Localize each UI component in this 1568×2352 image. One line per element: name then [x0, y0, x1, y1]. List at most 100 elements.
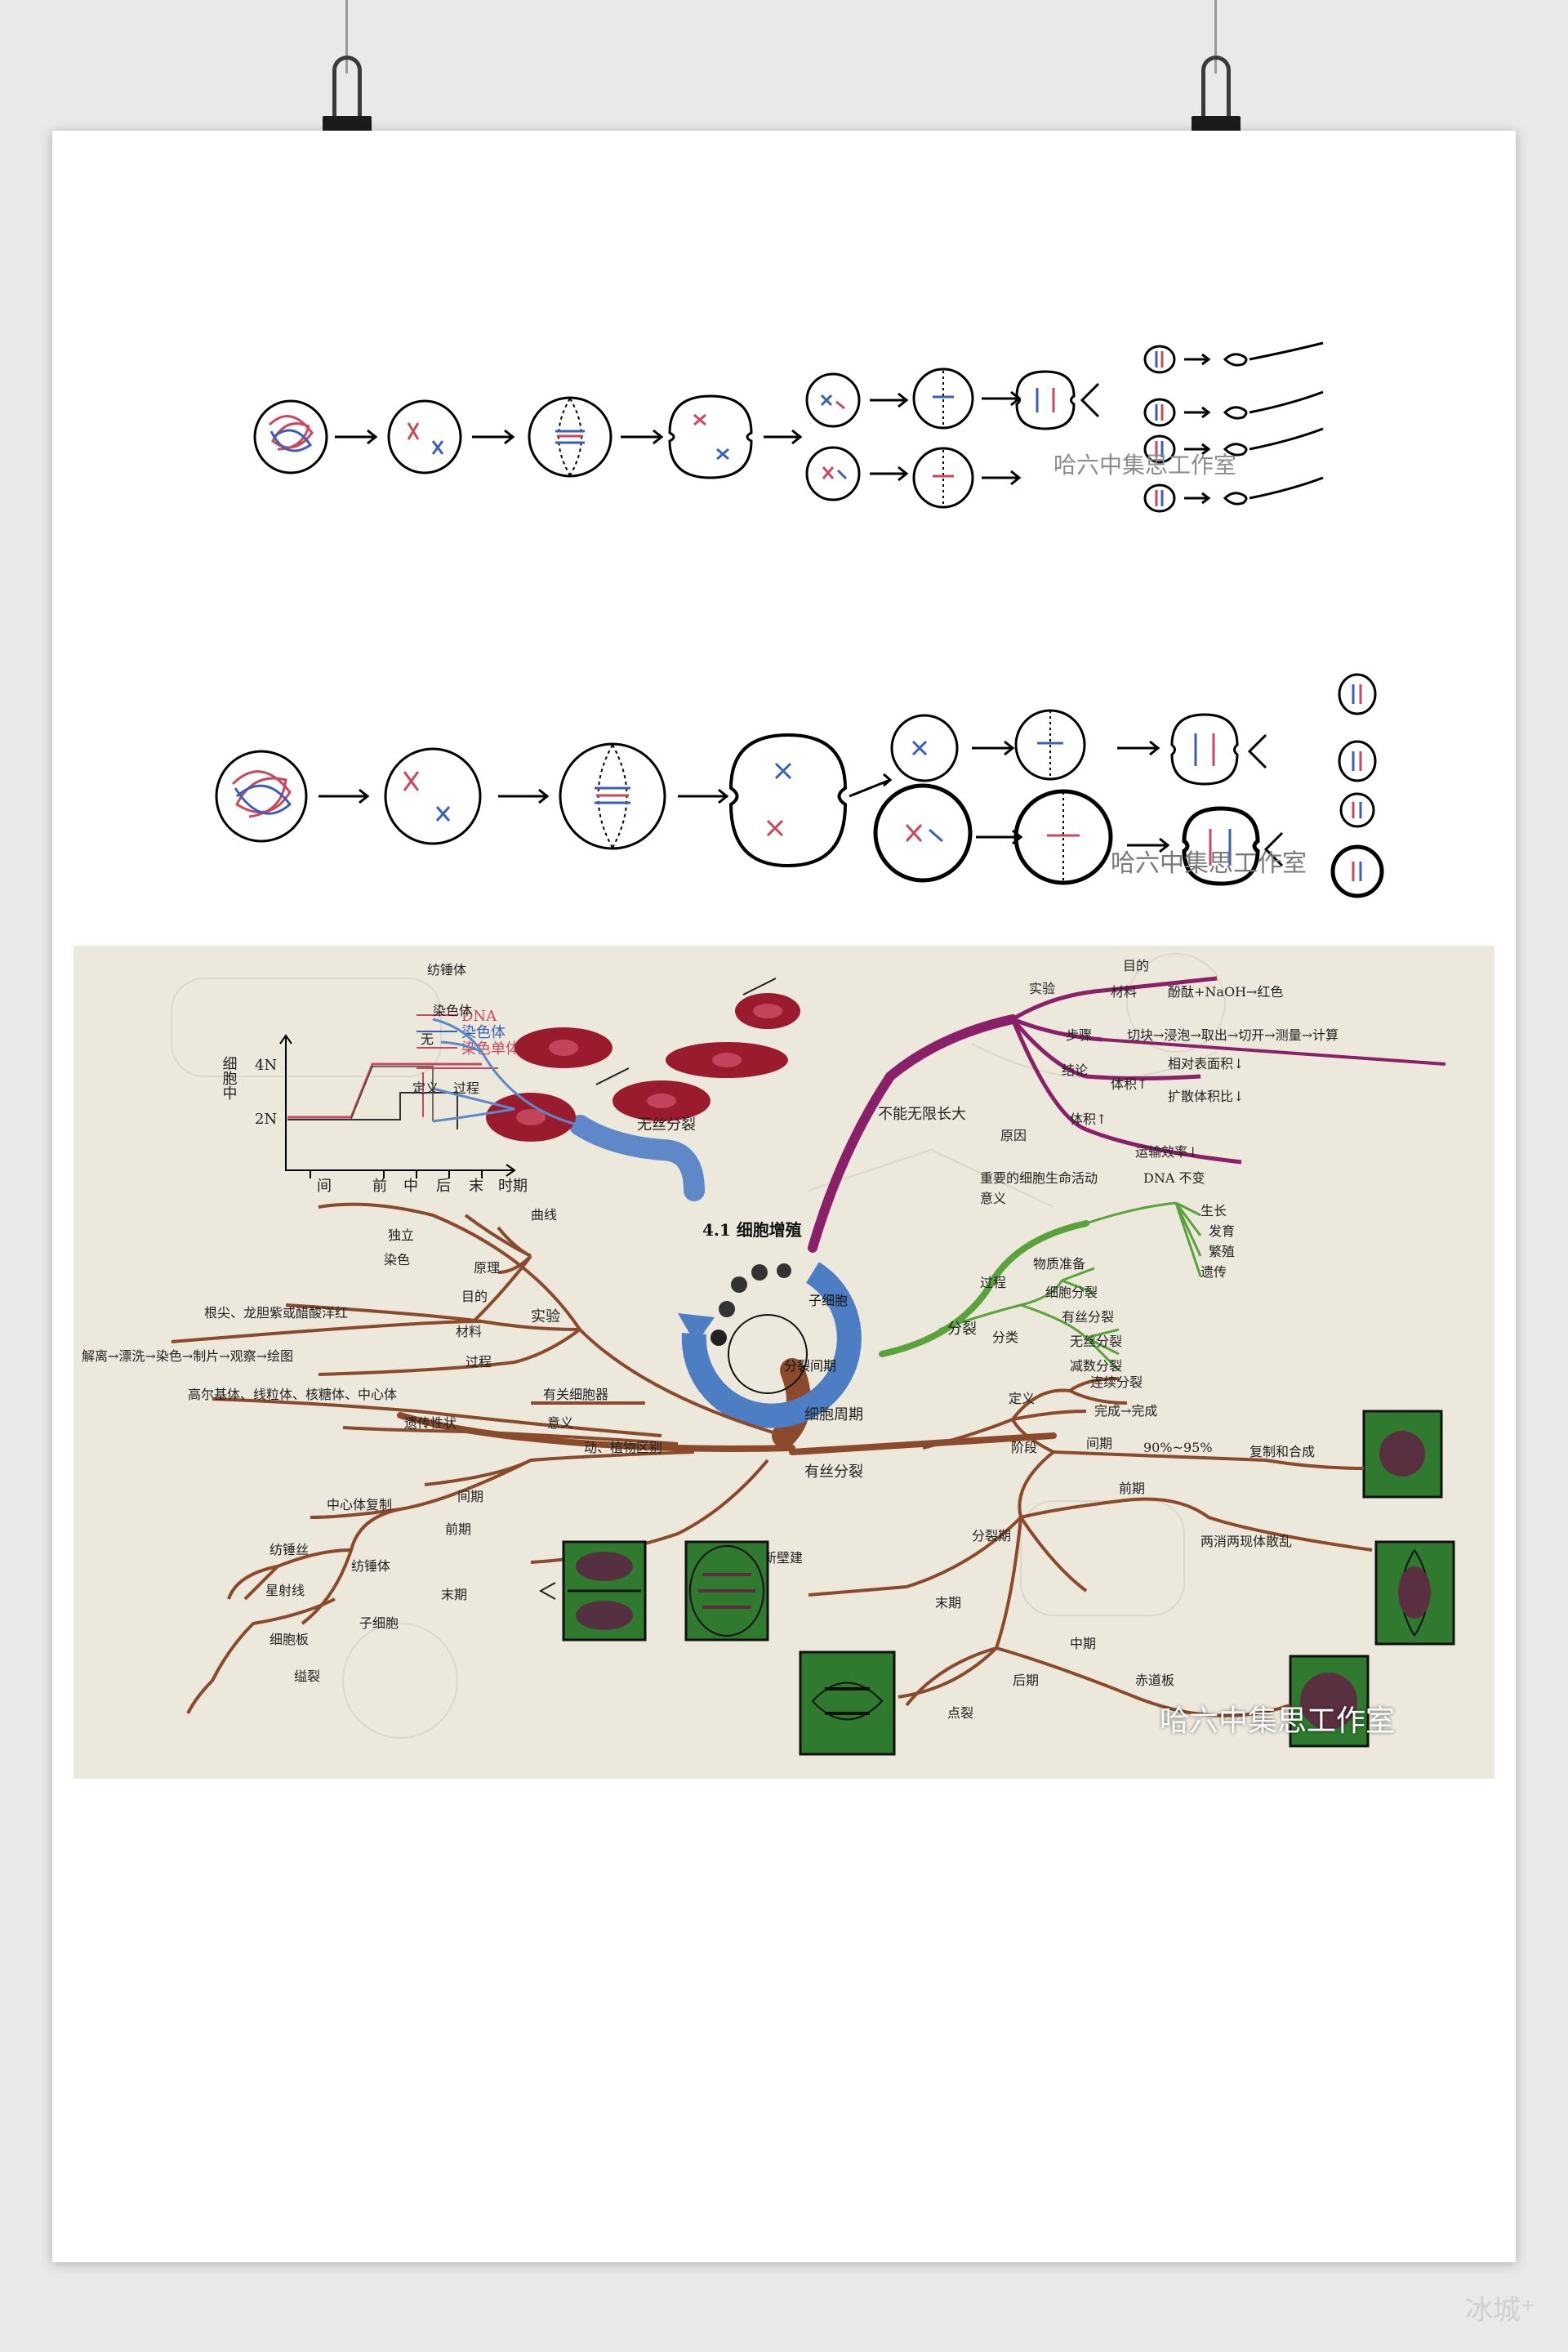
dividing-cells-sketch [486, 978, 800, 1142]
rg-reproduction: 繁殖 [1209, 1244, 1235, 1259]
ll-daughter: 子细胞 [359, 1615, 399, 1631]
graph-ytick-4n: 4N [255, 1057, 277, 1074]
ll-new-wall: 新壁建 [764, 1550, 803, 1566]
cell-cycle-wheel [678, 1262, 862, 1428]
tr-steps: 步骤 [1066, 1027, 1092, 1043]
tl-definition: 定义 [412, 1080, 439, 1096]
meiosis-sperm-diagram: 哈六中集思工作室 [237, 327, 1348, 531]
ll-experiment: 实验 [531, 1308, 560, 1325]
mindmap-photo: DNA 染色体 染色单体 细胞中 4N 2N 间 前 中 后 末 时期 [74, 946, 1494, 1779]
ll-organelles-title: 有关细胞器 [543, 1387, 608, 1402]
ll-stain: 染色 [384, 1252, 410, 1267]
rg-division: 分裂 [947, 1321, 977, 1338]
ll-independent: 独立 [388, 1227, 414, 1243]
graph-ytick-2n: 2N [255, 1111, 277, 1128]
rl-stage: 阶段 [1011, 1440, 1037, 1455]
ll-plate: 细胞板 [270, 1632, 309, 1647]
dna-chromosome-graph [279, 1014, 516, 1178]
graph-xtick-pro: 前 [372, 1178, 387, 1195]
amitosis-label: 无丝分裂 [637, 1116, 696, 1134]
ll-spindle-fiber: 纺锤丝 [270, 1542, 309, 1557]
rl-replicate: 复制和合成 [1250, 1444, 1315, 1459]
rl-anaphase: 后期 [1013, 1673, 1039, 1688]
rg-cell-division: 细胞分裂 [1045, 1285, 1098, 1300]
ll-telophase: 末期 [441, 1587, 467, 1602]
tr-conclusion: 结论 [1062, 1062, 1088, 1078]
cycle-daughter: 子细胞 [808, 1293, 848, 1308]
left-binder-clip [323, 56, 372, 137]
graph-legend-chromosome: 染色体 [461, 1024, 506, 1041]
ll-material: 材料 [456, 1324, 482, 1339]
cycle-interphase: 分裂间期 [784, 1358, 836, 1374]
graph-xtick-meta: 中 [403, 1178, 418, 1195]
rl-definition: 定义 [1009, 1391, 1035, 1406]
rl-done: 完成→完成 [1094, 1403, 1157, 1419]
ll-aster: 星射线 [265, 1583, 305, 1598]
tr-experiment: 实验 [1029, 981, 1055, 996]
ll-interphase: 间期 [457, 1489, 483, 1504]
rg-mitosis: 有丝分裂 [1062, 1309, 1114, 1325]
rg-prep: 物质准备 [1033, 1256, 1085, 1272]
cell-image-metaphase [1289, 1655, 1370, 1748]
right-string [1214, 0, 1217, 74]
rg-growth: 生长 [1200, 1203, 1227, 1218]
rl-prophase-detail: 两消两现体散乱 [1200, 1534, 1292, 1549]
rg-meiosis: 减数分裂 [1070, 1358, 1122, 1374]
rg-meaning: 意义 [980, 1191, 1006, 1206]
ll-material-detail: 根尖、龙胆紫或醋酸洋红 [204, 1305, 348, 1321]
cell-image-telophase [684, 1540, 769, 1642]
rl-ratio: 90%~95% [1143, 1440, 1213, 1455]
ll-cleavage: 缢裂 [294, 1668, 320, 1684]
rl-metaphase: 中期 [1070, 1636, 1096, 1651]
meiosis-egg-diagram: 哈六中集思工作室 [204, 670, 1446, 906]
watermark-middle: 哈六中集思工作室 [1111, 849, 1307, 878]
tl-spindle: 纺锤体 [427, 962, 466, 978]
ll-process-detail: 解离→漂洗→染色→制片→观察→绘图 [82, 1348, 293, 1364]
ll-prophase: 前期 [445, 1521, 471, 1537]
corner-logo: 冰城⁺ [1465, 2294, 1535, 2327]
rg-important: 重要的细胞生命活动 [980, 1170, 1098, 1186]
tl-process: 过程 [453, 1080, 479, 1096]
rg-amitosis: 无丝分裂 [1070, 1334, 1122, 1349]
tr-diffusion: 扩散体积比↓ [1168, 1089, 1244, 1104]
rl-telophase: 末期 [935, 1595, 961, 1610]
right-binder-clip [1192, 56, 1241, 137]
tr-reason: 原因 [1000, 1128, 1027, 1143]
cell-image-anaphase [799, 1650, 896, 1756]
rl-interphase: 间期 [1086, 1436, 1112, 1451]
ll-branch-mitosis: 有丝分裂 [804, 1463, 863, 1481]
ll-centriole: 中心体复制 [327, 1497, 392, 1512]
tl-chromosome: 染色体 [433, 1003, 472, 1018]
tr-steps-detail: 切块→浸泡→取出→切开→测量→计算 [1127, 1027, 1339, 1043]
ll-process: 过程 [466, 1354, 492, 1370]
graph-legend-dna: DNA [461, 1008, 497, 1025]
ll-meaning: 意义 [547, 1415, 573, 1431]
rg-classification: 分类 [992, 1330, 1018, 1345]
tr-title: 不能无限长大 [878, 1106, 966, 1123]
graph-xtick-inter: 间 [317, 1178, 332, 1195]
ll-organelles: 高尔基体、线粒体、核糖体、中心体 [188, 1387, 397, 1402]
tr-transport: 运输效率↓ [1135, 1144, 1198, 1160]
rg-development: 发育 [1209, 1223, 1235, 1239]
tr-surface-ratio: 相对表面积↓ [1168, 1056, 1244, 1071]
ll-purpose: 目的 [461, 1289, 488, 1304]
tr-material-detail: 酚酞+NaOH→红色 [1168, 984, 1283, 1000]
tr-dna: DNA 不变 [1143, 1170, 1205, 1186]
tr-reason-volume: 体积↑ [1070, 1111, 1107, 1127]
rl-continuous: 连续分裂 [1090, 1374, 1143, 1390]
rg-process: 过程 [980, 1275, 1006, 1290]
ll-meaning-detail: 遗传性状 [404, 1415, 457, 1431]
rl-prophase: 前期 [1119, 1481, 1145, 1496]
ll-difference: 动、植物区别 [584, 1440, 662, 1455]
ll-spindle: 纺锤体 [351, 1558, 390, 1574]
graph-xlabel: 时期 [498, 1178, 528, 1195]
rl-cycle: 细胞周期 [804, 1406, 863, 1423]
cell-image-plant [538, 1540, 647, 1642]
rl-equator: 赤道板 [1135, 1673, 1174, 1688]
tl-none: 无 [421, 1031, 434, 1047]
cell-image-prophase [1374, 1540, 1455, 1646]
graph-legend-chromatid: 染色单体 [461, 1040, 520, 1058]
rl-split: 点裂 [947, 1705, 973, 1721]
tr-material: 材料 [1111, 984, 1137, 1000]
graph-xtick-telo: 末 [469, 1178, 483, 1195]
